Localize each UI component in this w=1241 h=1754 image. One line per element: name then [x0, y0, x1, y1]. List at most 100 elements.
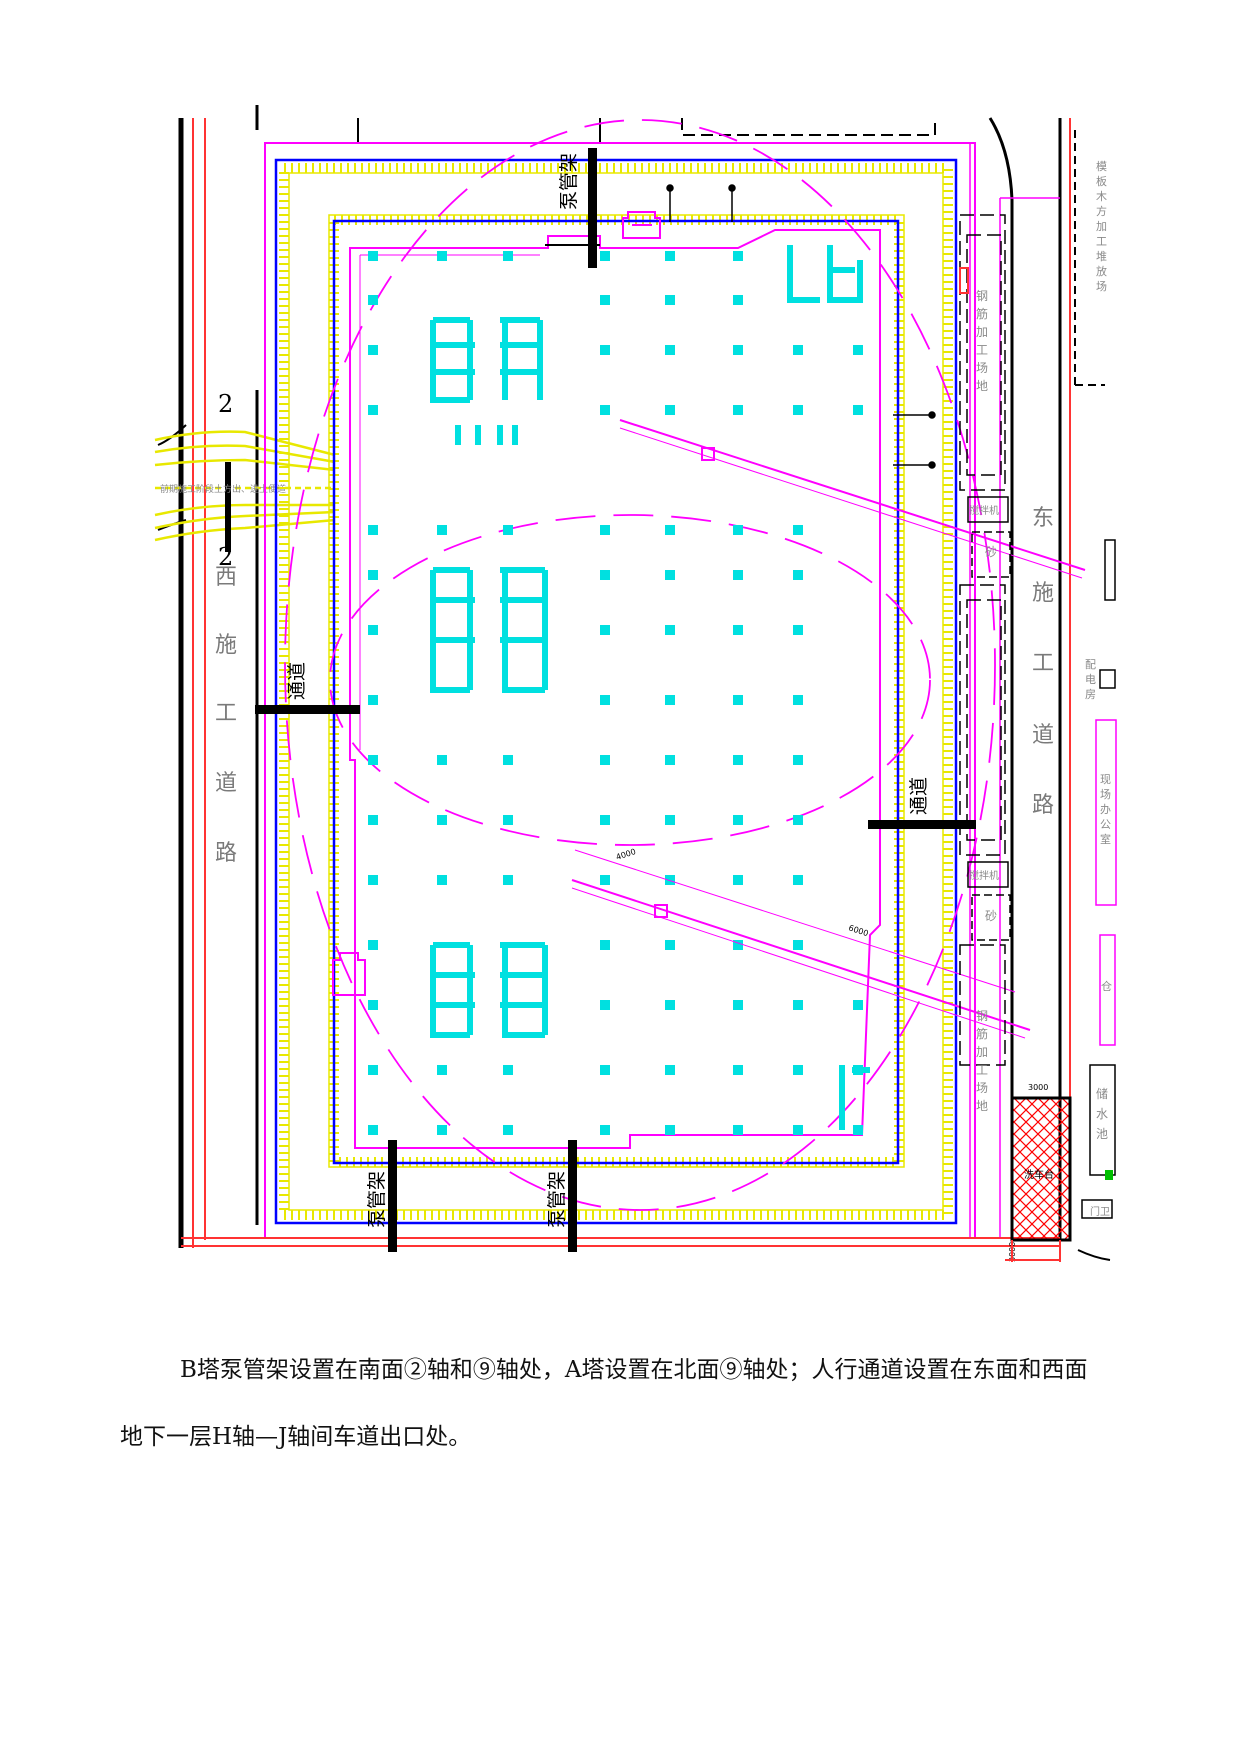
svg-text:室: 室	[1100, 832, 1111, 846]
column	[665, 345, 675, 355]
formwork-yard-label: 模 板 木 方 加 工 堆 放 场	[1096, 160, 1107, 293]
svg-text:路: 路	[215, 841, 237, 866]
column	[793, 405, 803, 415]
column	[503, 251, 513, 261]
svg-text:配: 配	[1085, 658, 1096, 671]
sand-bottom-label: 砂	[985, 909, 997, 923]
column	[600, 525, 610, 535]
column	[853, 1000, 863, 1010]
svg-text:工: 工	[215, 701, 237, 726]
svg-text:洗车台: 洗车台	[1024, 1168, 1054, 1181]
svg-text:施: 施	[1032, 581, 1054, 606]
dim-6000: 6000	[847, 923, 869, 938]
crane-radius-circles	[284, 119, 996, 1211]
column	[368, 695, 378, 705]
west-entrance-label: 前期施工阶段土方出、进土便道	[160, 483, 286, 495]
column	[793, 815, 803, 825]
sand-top-label: 砂	[985, 545, 997, 559]
column	[503, 1065, 513, 1075]
column	[368, 405, 378, 415]
column	[853, 345, 863, 355]
core-walls	[430, 245, 870, 1130]
south-pump-rack-left-label: 泵管架	[366, 1171, 388, 1228]
column	[793, 755, 803, 765]
column	[665, 875, 675, 885]
east-road-lines	[969, 117, 1105, 1240]
mixer-top-label: 搅拌机	[969, 504, 999, 517]
svg-text:地: 地	[976, 379, 988, 393]
column	[503, 755, 513, 765]
column	[600, 1125, 610, 1135]
column	[503, 1125, 513, 1135]
column	[665, 1125, 675, 1135]
svg-text:办: 办	[1100, 803, 1111, 816]
column	[665, 940, 675, 950]
car-wash-gate-lines	[1005, 1240, 1061, 1262]
column	[600, 1065, 610, 1075]
svg-text:路: 路	[1032, 793, 1054, 818]
east-passage-bar	[868, 820, 976, 829]
green-marker	[1105, 1170, 1113, 1180]
column	[600, 875, 610, 885]
pump-racks	[255, 148, 976, 1252]
dim-4000: 4000	[615, 847, 637, 862]
lamp-posts	[666, 184, 936, 469]
column	[665, 1000, 675, 1010]
svg-text:道: 道	[1032, 723, 1054, 748]
column	[793, 940, 803, 950]
column	[793, 570, 803, 580]
column	[368, 940, 378, 950]
column	[733, 1065, 743, 1075]
column	[437, 755, 447, 765]
west-passage-label: 通道	[286, 662, 308, 700]
west-entrance-road	[154, 430, 336, 542]
column	[793, 345, 803, 355]
svg-text:场: 场	[976, 1081, 988, 1095]
east-labels: 钢 筋 加 工 场 地 钢 筋 加 工 场 地 搅拌机 搅拌机 砂 砂 模 板 …	[969, 160, 1112, 1218]
column	[733, 525, 743, 535]
warehouse-label: 仓	[1101, 979, 1112, 993]
column	[368, 875, 378, 885]
gate-curve	[1077, 1249, 1111, 1261]
column	[733, 1000, 743, 1010]
column	[368, 295, 378, 305]
svg-text:放: 放	[1096, 264, 1107, 278]
svg-text:池: 池	[1096, 1127, 1108, 1141]
column	[503, 875, 513, 885]
column	[733, 940, 743, 950]
svg-text:加: 加	[976, 325, 988, 339]
column	[437, 525, 447, 535]
tower-crane-arms	[571, 419, 1086, 1039]
svg-text:施: 施	[215, 633, 237, 658]
column	[368, 625, 378, 635]
column	[733, 570, 743, 580]
column	[600, 815, 610, 825]
column	[368, 1065, 378, 1075]
svg-text:东: 东	[1032, 506, 1054, 531]
svg-text:地: 地	[976, 1099, 988, 1113]
column	[368, 251, 378, 261]
column	[733, 625, 743, 635]
site-office-label: 现 场 办 公 室	[1100, 773, 1111, 846]
svg-text:板: 板	[1096, 174, 1107, 188]
svg-text:西: 西	[215, 565, 237, 590]
dim-3000-a: 3000	[1028, 1083, 1048, 1092]
column	[793, 1125, 803, 1135]
column	[600, 625, 610, 635]
column	[733, 875, 743, 885]
svg-text:钢: 钢	[976, 289, 988, 303]
svg-text:电: 电	[1085, 673, 1096, 686]
column	[665, 815, 675, 825]
column	[600, 695, 610, 705]
west-road-lines	[157, 105, 259, 1248]
column	[853, 405, 863, 415]
svg-text:现: 现	[1100, 773, 1111, 786]
north-pump-rack-bar	[588, 148, 597, 268]
svg-text:公: 公	[1100, 818, 1111, 831]
column	[368, 525, 378, 535]
car-wash: 洗车台	[1010, 1096, 1072, 1242]
column	[665, 570, 675, 580]
column	[368, 1125, 378, 1135]
svg-text:加: 加	[976, 1045, 988, 1059]
svg-text:堆: 堆	[1096, 250, 1107, 263]
